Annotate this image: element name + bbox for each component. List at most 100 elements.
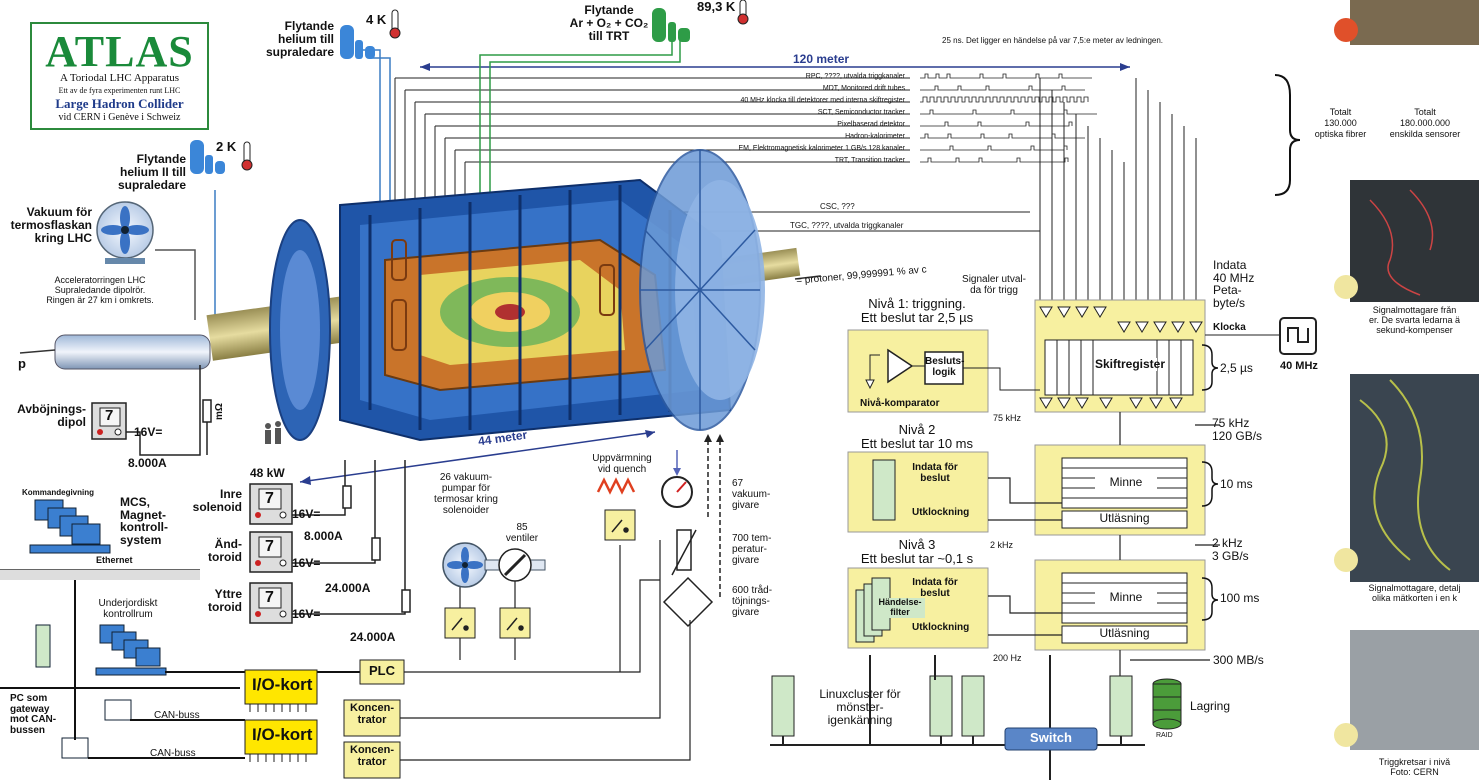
argon-label: Flytande Ar + O₂ + CO₂ till TRT bbox=[568, 4, 650, 44]
helium-label: Flytande helium till supraledare bbox=[262, 20, 334, 60]
level2-title: Nivå 2 Ett beslut tar 10 ms bbox=[842, 423, 992, 452]
logo-location: vid CERN i Genève i Schweiz bbox=[32, 112, 207, 123]
decision-logic: Besluts- logik bbox=[925, 356, 963, 378]
lhc-ring-label: Acceleratorringen LHC Supraledande dipol… bbox=[30, 276, 170, 306]
temperature-sensors-label: 700 tem- peratur- givare bbox=[732, 533, 771, 566]
rate-75khz: 75 kHz 120 GB/s bbox=[1212, 417, 1262, 442]
concentrator-1: Koncen- trator bbox=[344, 702, 400, 726]
signal-line-label: Pixelbaserad detektor bbox=[560, 121, 905, 129]
end-current: 24.000A bbox=[325, 582, 370, 595]
pulse-trains bbox=[920, 74, 1097, 162]
atlas-detector bbox=[265, 150, 765, 444]
quench-label: Uppvärmning vid quench bbox=[583, 453, 661, 475]
outer-voltage: 16V= bbox=[292, 608, 320, 621]
inner-solenoid-label: Inre solenoid bbox=[186, 488, 242, 514]
dipole-current: 8.000A bbox=[128, 457, 167, 470]
dipole-resistor-label: mΩ bbox=[214, 403, 225, 420]
caption-signal-detail: Signalmottagare, detalj olika mätkorten … bbox=[1350, 584, 1479, 604]
plc-label: PLC bbox=[360, 664, 404, 678]
level-comparator: Nivå-komparator bbox=[860, 398, 939, 409]
level3-readout: Utläsning bbox=[1062, 627, 1187, 640]
helium2-temp: 2 K bbox=[216, 140, 236, 154]
signal-line-label: SCT, Semiconductor tracker bbox=[560, 109, 905, 117]
fibers-desc: optiska fibrer bbox=[1303, 130, 1378, 140]
helium-temp: 4 K bbox=[366, 13, 386, 27]
outer-meter-digit: 7 bbox=[265, 589, 274, 607]
rate-2khz-small: 2 kHz bbox=[990, 541, 1013, 551]
underground-computers bbox=[96, 625, 166, 675]
rate-200hz: 200 Hz bbox=[993, 654, 1022, 664]
mcs-label: MCS, Magnet- kontroll- system bbox=[120, 496, 168, 546]
event-filter: Händelse- filter bbox=[875, 598, 925, 618]
signal-line-label: 40 MHz klocka till detektorer med intern… bbox=[560, 97, 905, 105]
sensor-arrows bbox=[708, 440, 720, 600]
fibers-head: Totalt bbox=[1303, 108, 1378, 118]
proton-p-label: p bbox=[18, 357, 26, 371]
csc-label: CSC, ??? bbox=[820, 203, 855, 212]
signal-line-label: TRT, Transition tracker bbox=[560, 157, 905, 165]
mcs-computers bbox=[30, 500, 110, 553]
timing-note: 25 ns. Det ligger en händelse på var 7,5… bbox=[942, 37, 1163, 46]
totals-bracket bbox=[1275, 75, 1300, 195]
caption-signal-receivers: Signalmottagare från er. De svarta ledar… bbox=[1350, 306, 1479, 336]
shift-register: Skiftregister bbox=[1095, 358, 1157, 371]
delay-100ms: 100 ms bbox=[1220, 592, 1259, 605]
sensors-desc: enskilda sensorer bbox=[1380, 130, 1470, 140]
dipole-voltage: 16V= bbox=[134, 426, 162, 439]
signal-line-label: Hadron-kalorimeter bbox=[560, 133, 905, 141]
clock-freq: 40 MHz bbox=[1280, 360, 1318, 372]
pressure-gauge-icon bbox=[662, 450, 692, 507]
end-voltage: 16V= bbox=[292, 557, 320, 570]
outer-toroid-label: Yttre toroid bbox=[186, 588, 242, 614]
end-toroid-label: Änd- toroid bbox=[186, 538, 242, 564]
plc-wiring bbox=[400, 540, 690, 760]
rate-75khz-small: 75 kHz bbox=[993, 414, 1021, 424]
concentrator-2: Koncen- trator bbox=[344, 744, 400, 768]
vacuum-fan-icon bbox=[97, 202, 153, 264]
raid-storage-icon bbox=[1153, 679, 1181, 729]
delay-2-5us: 2,5 µs bbox=[1220, 362, 1253, 375]
selected-signals-label: Signaler utval- da för trigg bbox=[950, 274, 1038, 296]
inner-voltage: 16V= bbox=[292, 508, 320, 521]
pump-icon bbox=[443, 543, 487, 587]
ground bbox=[0, 570, 200, 580]
clock-icon bbox=[1280, 318, 1316, 354]
tgc-label: TGC, ????, utvalda triggkanaler bbox=[790, 222, 903, 231]
delay-10ms: 10 ms bbox=[1220, 478, 1253, 491]
inner-meter-digit: 7 bbox=[265, 490, 274, 508]
helium2-label: Flytande helium II till supraledare bbox=[100, 153, 186, 193]
signal-line-label: MDT, Monitored drift tubes bbox=[560, 85, 905, 93]
signal-verticals bbox=[1040, 78, 1196, 305]
pumps-label: 26 vakuum- pumpar för termosar kring sol… bbox=[418, 472, 514, 516]
length-120-arrow bbox=[420, 63, 1130, 71]
strain-sensors-label: 600 tråd- töjnings- givare bbox=[732, 585, 772, 618]
canbus-label-2: CAN-buss bbox=[150, 748, 196, 759]
argon-temp: 89,3 K bbox=[697, 0, 735, 14]
io-card-2: I/O-kort bbox=[252, 726, 312, 745]
underground-label: Underjordiskt kontrollrum bbox=[86, 598, 170, 620]
rate-300mbs: 300 MB/s bbox=[1213, 654, 1264, 667]
heater-icon bbox=[598, 480, 634, 492]
dipole-meter-digit: 7 bbox=[105, 408, 113, 425]
command-label: Kommandegivning bbox=[22, 489, 94, 498]
level3-input: Indata för beslut bbox=[900, 577, 970, 599]
input-rate-label: Indata 40 MHz Peta- byte/s bbox=[1213, 259, 1254, 309]
vacuum-label: Vakuum för termosflaskan kring LHC bbox=[0, 206, 92, 246]
clock-label: Klocka bbox=[1213, 322, 1246, 333]
storage-label: Lagring bbox=[1190, 700, 1230, 713]
level3-clockout: Utklockning bbox=[912, 622, 969, 633]
caption-trigger: Triggkretsar i nivå Foto: CERN bbox=[1350, 758, 1479, 778]
ethernet-label: Ethernet bbox=[96, 556, 133, 566]
valve-icon bbox=[485, 549, 545, 581]
level2-memory: Minne bbox=[1095, 476, 1157, 489]
vacuum-sensors-label: 67 vakuum- givare bbox=[732, 478, 770, 511]
level2-input: Indata för beslut bbox=[900, 462, 970, 484]
valves-label: 85 ventiler bbox=[500, 522, 544, 544]
level1-title: Nivå 1: triggning. Ett beslut tar 2,5 µs bbox=[842, 297, 992, 326]
level3-title: Nivå 3 Ett beslut tar ~0,1 s bbox=[842, 538, 992, 567]
logo-title: ATLAS bbox=[32, 26, 207, 77]
signal-line-label: EM, Elektromagnetisk kalorimeter 1 GB/s … bbox=[560, 145, 905, 153]
inner-current: 8.000A bbox=[304, 530, 343, 543]
pc-gateway-label: PC som gateway mot CAN- bussen bbox=[10, 694, 56, 736]
